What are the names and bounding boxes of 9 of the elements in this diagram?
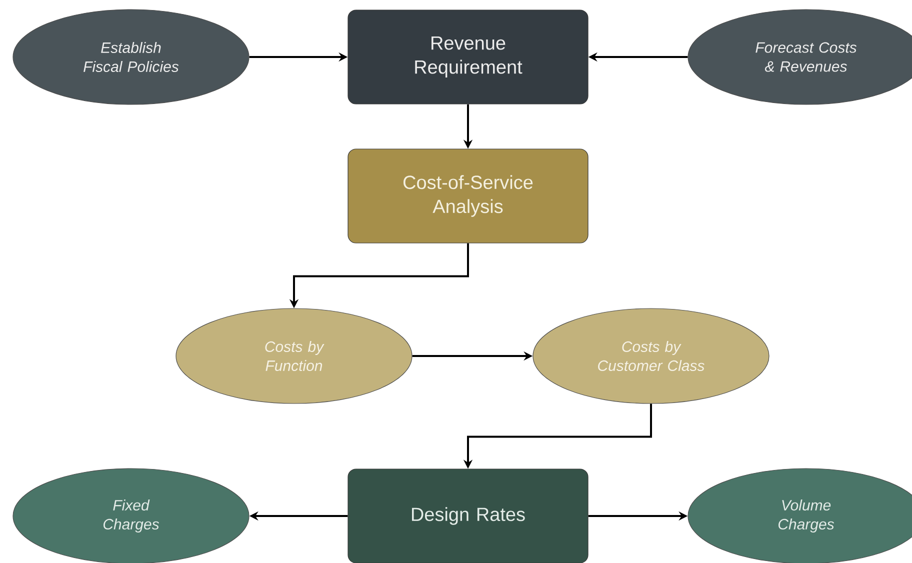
ellipse-node: Fixed Charges (12, 468, 250, 563)
ellipse-node: Establish Fiscal Policies (12, 9, 250, 105)
process-box: Design Rates (348, 468, 588, 563)
ellipse-node: Forecast Costs & Revenues (688, 9, 912, 105)
ellipse-node: Costs by Function (176, 308, 412, 404)
process-box: Revenue Requirement (348, 10, 588, 104)
process-box: Cost-of-Service Analysis (348, 148, 588, 244)
ellipse-node: Volume Charges (688, 468, 912, 563)
ellipse-node: Costs by Customer Class (532, 308, 770, 404)
